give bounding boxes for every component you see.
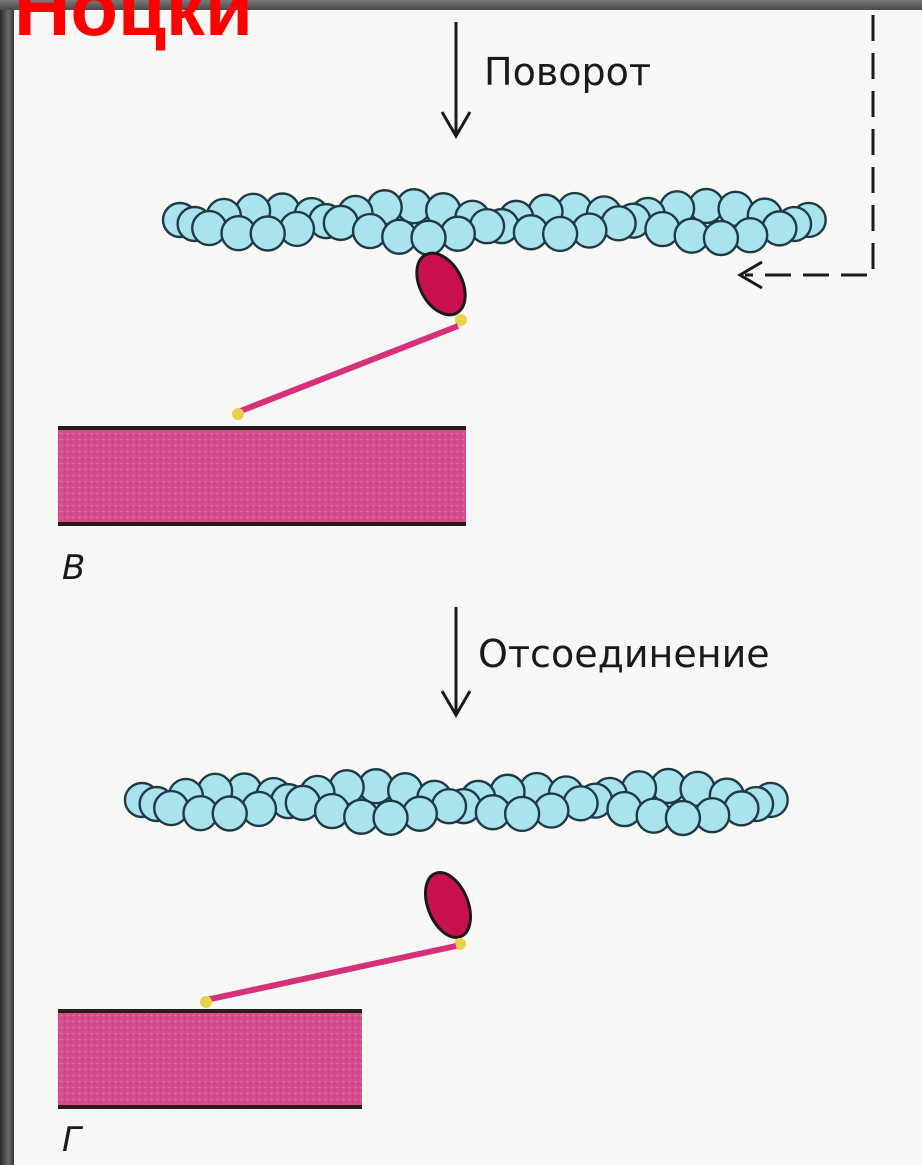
actin-monomer <box>315 794 349 828</box>
thick-filament-top <box>58 428 466 524</box>
step-label-detachment: Отсоединение <box>478 632 770 676</box>
step-label-rotation: Поворот <box>484 50 651 94</box>
down-arrow-icon <box>442 22 470 136</box>
actin-monomer <box>353 214 387 248</box>
actin-filament-bottom <box>125 769 788 835</box>
down-arrow-icon <box>442 607 470 715</box>
actin-filament-top <box>163 189 826 255</box>
actin-monomer <box>251 217 285 251</box>
panel-letter-bottom: Г <box>62 1120 81 1160</box>
actin-monomer <box>412 221 446 255</box>
myosin-head-top <box>407 245 475 326</box>
actin-monomer <box>505 797 539 831</box>
actin-monomer <box>704 221 738 255</box>
myosin-tail-top <box>232 326 458 420</box>
actin-monomer <box>543 217 577 251</box>
actin-monomer <box>374 801 408 835</box>
panel-letter-top: В <box>62 548 85 588</box>
thick-filament-bottom <box>58 1011 362 1107</box>
actin-monomer <box>213 797 247 831</box>
myosin-head-bottom <box>417 866 480 950</box>
myosin-tail-bottom <box>200 946 456 1008</box>
actin-monomer <box>666 801 700 835</box>
